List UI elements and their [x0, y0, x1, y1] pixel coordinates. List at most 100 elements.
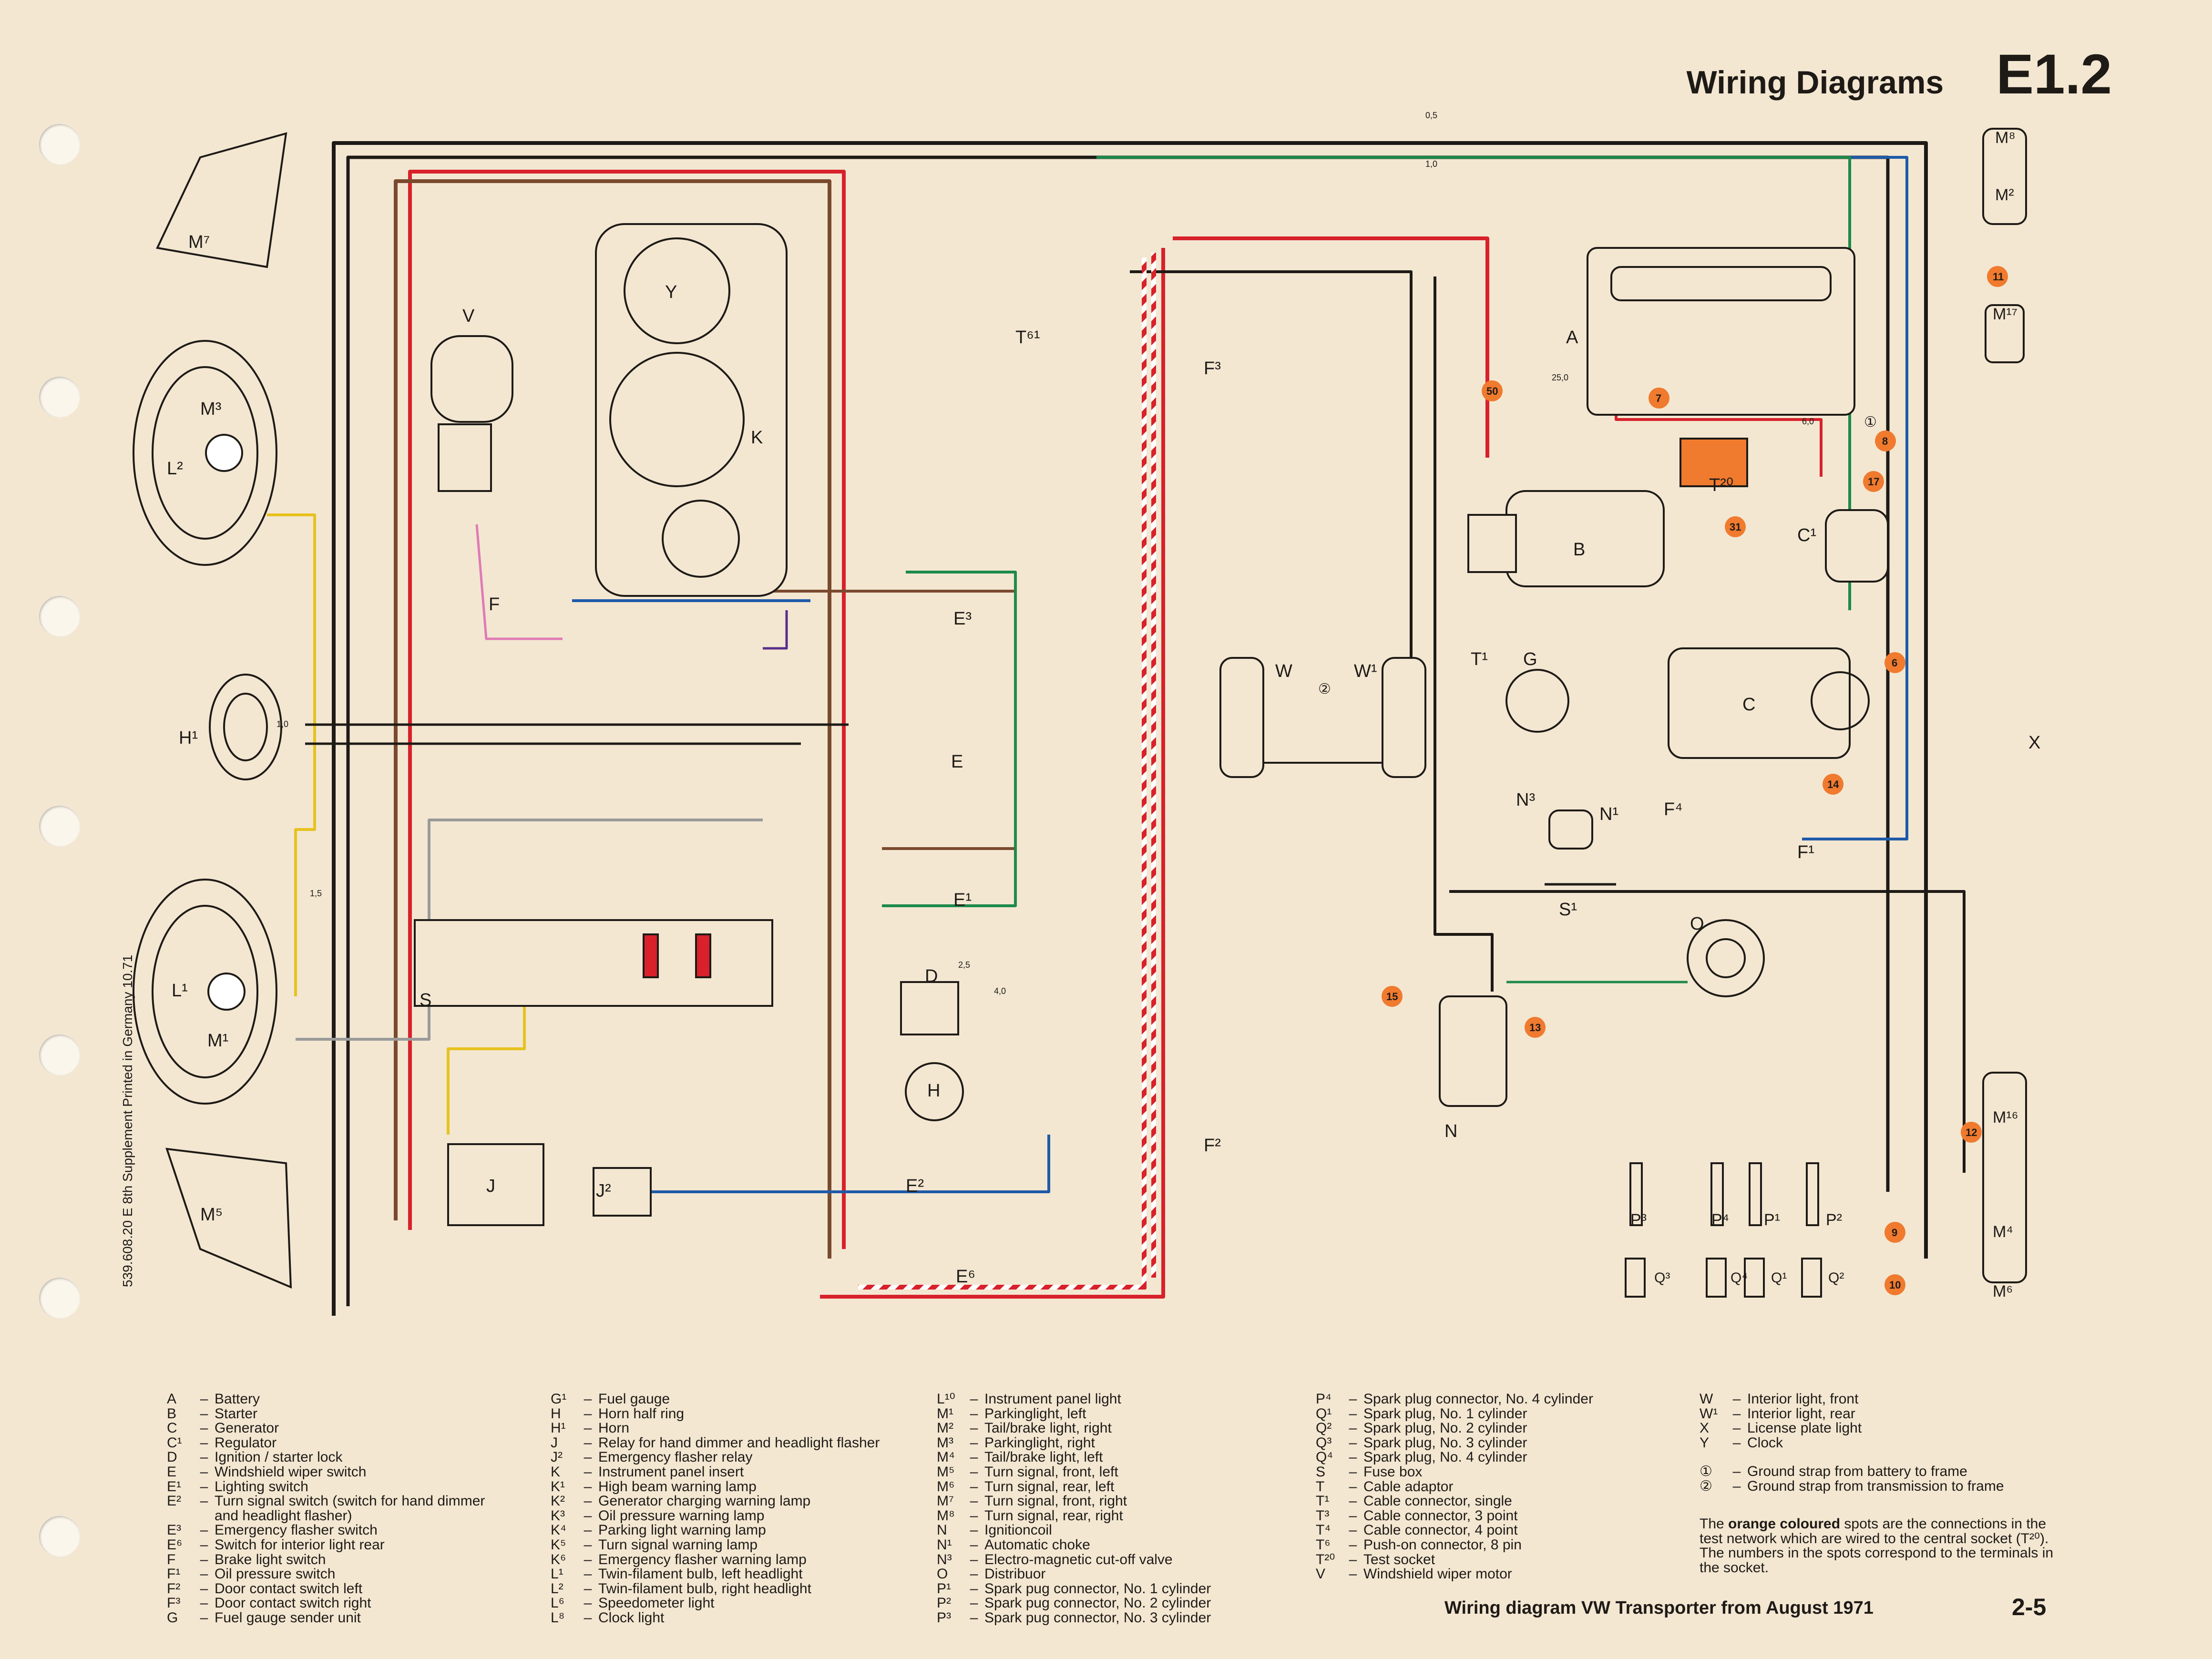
label-M5: M⁵: [200, 1205, 223, 1225]
orange-spot: 9: [1884, 1222, 1905, 1243]
legend-key: E⁶: [167, 1536, 183, 1553]
legend-row: K–Instrument panel insert: [551, 1464, 880, 1480]
label-P1: P¹: [1764, 1211, 1780, 1229]
wire-bundles: [267, 141, 1966, 1316]
legend-row: P²–Spark pug connector, No. 2 cylinder: [937, 1596, 1211, 1611]
legend-row: L²–Twin-filament bulb, right headlight: [551, 1581, 880, 1597]
wire: [1130, 270, 1413, 777]
legend-key: K³: [551, 1507, 565, 1524]
legend-row: M³–Parkinglight, right: [937, 1435, 1211, 1451]
legend-dash: –: [970, 1609, 978, 1626]
legend-key: L¹: [551, 1566, 563, 1582]
legend-value: Oil pressure switch: [215, 1566, 336, 1582]
legend-value: Twin-filament bulb, left headlight: [598, 1566, 803, 1582]
binder-hole: [39, 1034, 80, 1075]
legend-key: T²⁰: [1316, 1551, 1335, 1567]
legend-row: C¹–Regulator: [167, 1434, 485, 1451]
svg-text:31: 31: [1730, 521, 1741, 533]
legend-value: High beam warning lamp: [598, 1478, 757, 1495]
legend-dash: –: [1732, 1405, 1741, 1422]
label-E2: E²: [906, 1176, 924, 1196]
label-K: K: [751, 428, 763, 448]
legend-key: L⁶: [551, 1595, 565, 1611]
legend-dash: –: [1732, 1464, 1741, 1480]
legend-row: E–Windshield wiper switch: [167, 1464, 485, 1480]
label-P4: P⁴: [1711, 1211, 1729, 1229]
legend-value: Turn signal switch (switch for hand dimm…: [215, 1493, 485, 1509]
legend-value: Emergency flasher relay: [598, 1449, 753, 1465]
legend-row: P¹–Spark pug connector, No. 1 cylinder: [937, 1580, 1211, 1597]
legend-dash: –: [1349, 1391, 1357, 1407]
legend-key: N³: [937, 1551, 952, 1567]
legend-key: S: [1316, 1464, 1326, 1480]
legend-key: C¹: [167, 1434, 182, 1451]
label-Y: Y: [665, 282, 677, 302]
legend-key: V: [1316, 1566, 1326, 1582]
wire: [1096, 156, 1851, 610]
binder-hole: [39, 1278, 80, 1319]
fuel-sender: [1505, 669, 1569, 733]
svg-text:1,0: 1,0: [1425, 159, 1437, 169]
legend-dash: –: [584, 1536, 592, 1553]
legend-value: Interior light, front: [1747, 1391, 1859, 1407]
legend-row: Q³–Spark plug, No. 3 cylinder: [1316, 1435, 1593, 1451]
legend-row: L¹–Twin-filament bulb, left headlight: [551, 1567, 880, 1582]
legend-key: K²: [551, 1493, 565, 1509]
label-M8: M⁸: [1995, 129, 2016, 147]
legend-value: Clock: [1747, 1434, 1783, 1451]
legend-row: N–Ignitioncoil: [937, 1523, 1211, 1538]
legend-dash: –: [1349, 1566, 1357, 1582]
legend-dash: –: [200, 1580, 208, 1597]
orange-spot: 6: [1884, 652, 1905, 673]
label-F4: F⁴: [1664, 799, 1683, 819]
legend-value: Interior light, rear: [1747, 1405, 1855, 1422]
legend-key: P²: [937, 1595, 951, 1611]
generator: [1668, 647, 1851, 759]
legend-dash: –: [1732, 1420, 1741, 1436]
legend-row: ①–Ground strap from battery to frame: [1700, 1464, 2004, 1479]
legend-dash: –: [970, 1405, 978, 1422]
label-N1: N¹: [1599, 804, 1618, 824]
legend-value: Brake light switch: [215, 1551, 326, 1567]
legend-dash: –: [200, 1493, 208, 1509]
label-V: V: [462, 306, 475, 326]
legend-key: M⁶: [937, 1478, 955, 1495]
label-ground1: ①: [1864, 414, 1877, 430]
rear-lamp-left: [1982, 1072, 2027, 1283]
legend-dash: –: [970, 1522, 978, 1538]
legend-value: Clock light: [598, 1609, 665, 1626]
legend-key: M¹: [937, 1405, 953, 1422]
label-F1: F¹: [1797, 842, 1814, 862]
legend-key: O: [937, 1566, 948, 1582]
legend-row: K³–Oil pressure warning lamp: [551, 1507, 880, 1524]
legend-key: T⁴: [1316, 1522, 1331, 1538]
legend-dash: –: [200, 1391, 208, 1407]
distributor: [1687, 919, 1765, 997]
legend-row: M⁴–Tail/brake light, left: [937, 1450, 1211, 1465]
svg-text:11: 11: [1993, 271, 2004, 283]
svg-text:50: 50: [1486, 385, 1498, 397]
fuse-box: [414, 919, 773, 1007]
legend-dash: –: [970, 1478, 978, 1495]
orange-spots: 50 7 31 8 17 6 14 11 12 9 10 15 13: [1382, 266, 2008, 1295]
page-header: Wiring Diagrams E1.2: [1687, 42, 2112, 107]
legend-value: Lighting switch: [215, 1478, 308, 1495]
legend-dash: –: [584, 1551, 592, 1567]
legend-key: K⁴: [551, 1522, 566, 1538]
legend-value: Turn signal, rear, left: [984, 1478, 1115, 1495]
legend-value: Ignition / starter lock: [215, 1449, 343, 1465]
legend-row: E⁶–Switch for interior light rear: [167, 1536, 485, 1553]
wire-striped: [858, 257, 1147, 1290]
label-G: G: [1523, 649, 1537, 669]
legend-key: N: [937, 1522, 947, 1538]
label-P2: P²: [1826, 1211, 1842, 1229]
label-Q1: Q¹: [1771, 1270, 1787, 1286]
legend-value: Spark pug connector, No. 1 cylinder: [984, 1580, 1211, 1597]
legend-row: S–Fuse box: [1316, 1464, 1593, 1480]
legend-row: M⁷–Turn signal, front, right: [937, 1494, 1211, 1509]
turn-signal-front-right-lamp: [156, 132, 287, 268]
legend-dash: –: [970, 1507, 978, 1524]
legend-row: M⁸–Turn signal, rear, right: [937, 1507, 1211, 1524]
legend-key: X: [1700, 1420, 1710, 1436]
